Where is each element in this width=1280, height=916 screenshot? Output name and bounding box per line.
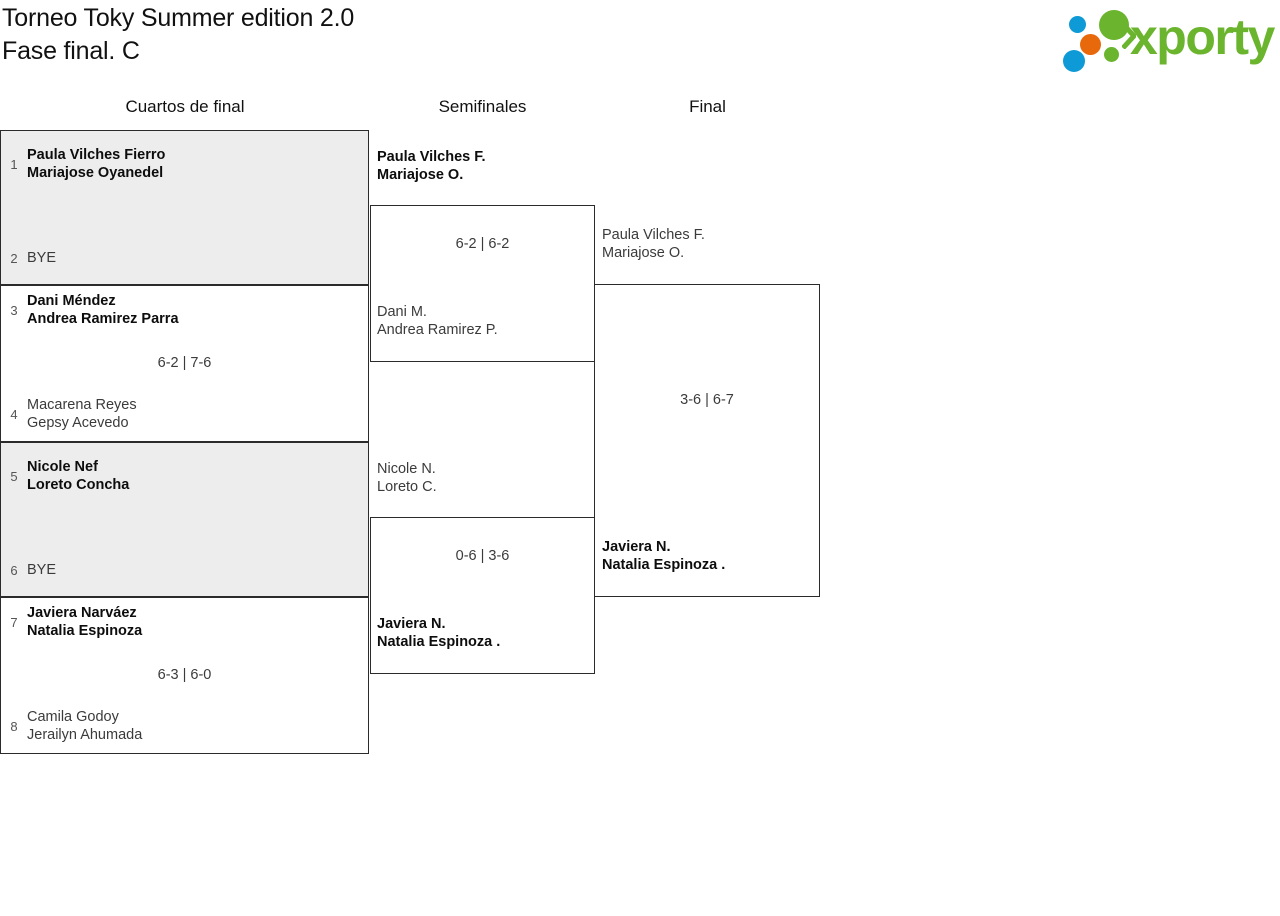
seed-number: 3 <box>10 302 18 318</box>
match-box-final[interactable] <box>594 284 820 597</box>
match-slot-bottom[interactable]: 2 BYE <box>1 249 368 267</box>
seed-number: 4 <box>10 406 18 422</box>
match-box-qf-3[interactable]: 5 Nicole Nef Loreto Concha 6 BYE <box>0 442 369 597</box>
match-slot-top[interactable]: 1 Paula Vilches Fierro Mariajose Oyanede… <box>1 146 368 182</box>
match-slot-bottom[interactable]: 4 Macarena Reyes Gepsy Acevedo <box>1 396 368 432</box>
logo-dot-green-small-icon <box>1104 47 1119 62</box>
logo-wordmark: xporty <box>1130 9 1275 65</box>
tournament-phase: Fase final. C <box>2 37 140 65</box>
team-name: Nicole Nef Loreto Concha <box>27 459 130 493</box>
match-slot-final-bottom[interactable]: Javiera N. Natalia Espinoza . <box>602 539 726 573</box>
match-slot-sf-1-top[interactable]: Paula Vilches F. Mariajose O. <box>377 149 486 183</box>
seed-number: 2 <box>10 250 18 266</box>
page-header: Torneo Toky Summer edition 2.0 Fase fina… <box>0 0 1280 86</box>
team-name: BYE <box>27 562 57 578</box>
match-score: 6-2 | 7-6 <box>157 355 212 371</box>
match-box-qf-1[interactable]: 1 Paula Vilches Fierro Mariajose Oyanede… <box>0 130 369 285</box>
match-slot-top[interactable]: 5 Nicole Nef Loreto Concha <box>1 458 368 494</box>
seed-number: 6 <box>10 562 18 578</box>
match-score: 6-3 | 6-0 <box>157 667 212 683</box>
logo-chevron-icon <box>1122 23 1136 49</box>
match-slot-sf-2-bottom[interactable]: Javiera N. Natalia Espinoza . <box>377 616 501 650</box>
team-name: BYE <box>27 250 57 266</box>
logo-dot-blue-bottom-icon <box>1063 50 1085 72</box>
team-name: Macarena Reyes Gepsy Acevedo <box>27 397 137 431</box>
match-slot-top[interactable]: 7 Javiera Narváez Natalia Espinoza <box>1 604 368 640</box>
seed-number: 1 <box>10 156 18 172</box>
match-slot-bottom[interactable]: 6 BYE <box>1 561 368 579</box>
team-name: Dani Méndez Andrea Ramirez Parra <box>27 293 179 327</box>
logo-dot-orange-icon <box>1080 34 1101 55</box>
team-name: Javiera Narváez Natalia Espinoza <box>27 605 143 639</box>
match-box-sf-1[interactable] <box>370 205 595 362</box>
round-header-final: Final <box>689 97 726 116</box>
seed-number: 8 <box>10 718 18 734</box>
xporty-logo[interactable]: xporty <box>1052 6 1275 72</box>
round-header-quarterfinals: Cuartos de final <box>125 97 245 116</box>
match-box-qf-2[interactable]: 3 Dani Méndez Andrea Ramirez Parra 6-2 |… <box>0 285 369 442</box>
match-score-sf-1: 6-2 | 6-2 <box>455 236 510 252</box>
match-score-sf-2: 0-6 | 3-6 <box>455 548 510 564</box>
match-box-qf-4[interactable]: 7 Javiera Narváez Natalia Espinoza 6-3 |… <box>0 597 369 754</box>
seed-number: 7 <box>10 614 18 630</box>
match-slot-sf-1-bottom[interactable]: Dani M. Andrea Ramirez P. <box>377 304 498 338</box>
logo-dot-blue-top-icon <box>1069 16 1086 33</box>
match-slot-top[interactable]: 3 Dani Méndez Andrea Ramirez Parra <box>1 292 368 328</box>
page-title: Torneo Toky Summer edition 2.0 Fase fina… <box>2 2 354 68</box>
team-name: Camila Godoy Jerailyn Ahumada <box>27 709 143 743</box>
team-name: Paula Vilches Fierro Mariajose Oyanedel <box>27 147 166 181</box>
match-score-final: 3-6 | 6-7 <box>680 392 734 408</box>
match-slot-bottom[interactable]: 8 Camila Godoy Jerailyn Ahumada <box>1 708 368 744</box>
tournament-name: Torneo Toky Summer edition 2.0 <box>2 4 355 32</box>
match-slot-final-top[interactable]: Paula Vilches F. Mariajose O. <box>602 227 705 261</box>
match-slot-sf-2-top[interactable]: Nicole N. Loreto C. <box>377 461 437 495</box>
round-header-semifinals: Semifinales <box>438 97 527 116</box>
seed-number: 5 <box>10 468 18 484</box>
